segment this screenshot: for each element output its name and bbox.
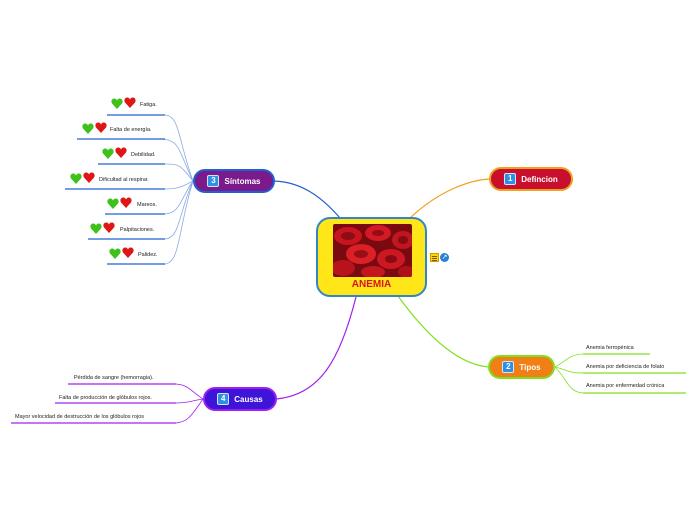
leaf-label: Debilidad. [131,152,156,158]
branch-number-badge: 3 [207,175,220,187]
leaf-label: Palpitaciones. [120,227,155,233]
causas-leaf-underlines [11,383,176,424]
red-heart-icon [124,97,136,108]
leaf-label: Falta de energía. [110,127,152,133]
list-item[interactable]: Mayor velocidad de destrucción de los gl… [15,414,145,420]
green-heart-icon [82,123,94,134]
branch-sintomas[interactable]: 3 Síntomas [193,169,275,193]
red-heart-icon [122,247,134,258]
branch-number-badge: 1 [504,173,517,185]
branch-label: Causas [234,394,263,404]
tipos-leaf-connectors [554,353,584,394]
green-heart-icon [111,98,123,109]
red-heart-icon [120,197,132,208]
green-heart-icon [107,198,119,209]
branch-label: Tipos [519,362,541,372]
red-heart-icon [103,222,115,233]
causas-leaf-connectors [175,383,204,424]
leaf-label: Fatiga. [140,102,157,108]
list-item[interactable]: Anemia por deficiencia de folato [586,364,665,370]
branch-label: Defincion [521,174,558,184]
central-title: ANEMIA [351,279,392,290]
branch-definicion[interactable]: 1 Defincion [489,167,573,191]
central-topic[interactable]: ANEMIA [316,217,427,297]
tipos-leaf-underlines [583,353,686,394]
green-heart-icon [102,148,114,159]
list-item[interactable]: Pérdida de sangre (hemorragia). [74,375,154,381]
list-item[interactable]: Anemia ferropénica [586,345,634,351]
link-icon[interactable]: ↗ [440,253,449,262]
green-heart-icon [109,248,121,259]
branch-causas[interactable]: 4 Causas [203,387,277,411]
list-item[interactable]: Falta de producción de glóbulos rojos. [59,395,152,401]
list-item[interactable]: Anemia por enfermedad crónica [586,383,665,389]
notes-icon[interactable] [430,253,439,262]
red-blood-cells-image [333,224,412,277]
connector-causas [275,296,357,400]
branch-label: Síntomas [224,176,261,186]
green-heart-icon [90,223,102,234]
green-heart-icon [70,173,82,184]
sintomas-leaf-underlines [65,114,165,265]
red-heart-icon [95,122,107,133]
connector-tipos [397,295,490,368]
connector-definicion [409,178,491,219]
leaf-label: Mareos. [137,202,157,208]
branch-tipos[interactable]: 2 Tipos [488,355,555,379]
leaf-label: Palidez. [138,252,158,258]
leaf-label: Dificultad al respirar. [99,177,149,183]
branch-number-badge: 2 [502,361,515,373]
sintomas-leaf-connectors [159,114,194,265]
connector-sintomas [273,180,341,219]
branch-number-badge: 4 [217,393,230,405]
red-heart-icon [83,172,95,183]
red-heart-icon [115,147,127,158]
